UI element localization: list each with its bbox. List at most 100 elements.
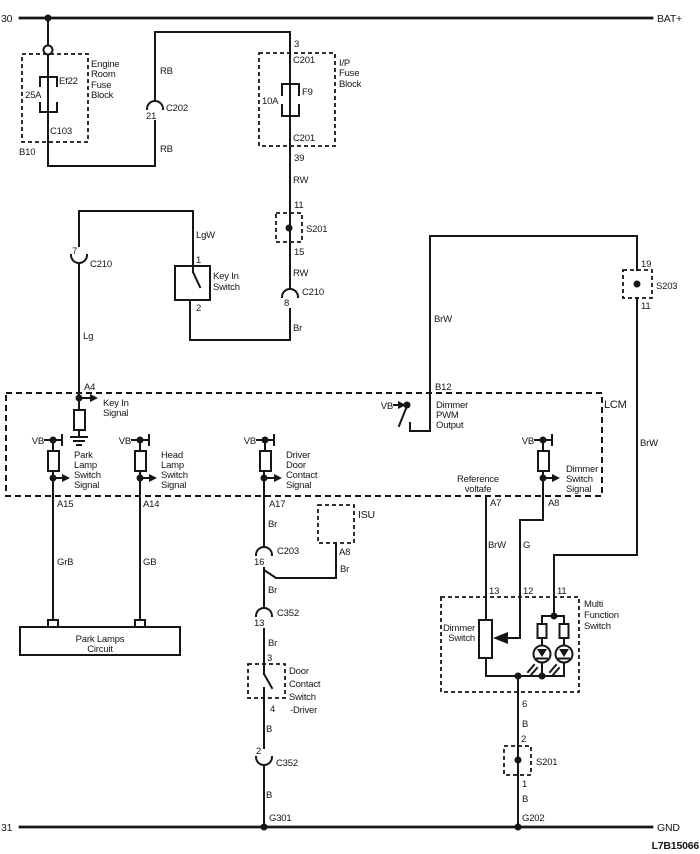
connector-pin-icon [47, 619, 59, 628]
head-lamp-signal-label: Lamp [161, 460, 184, 471]
wire-rb-to-ip-block [154, 31, 291, 289]
pin-b10-label: B10 [19, 147, 35, 158]
door-switch-title: Door [289, 666, 309, 677]
wire-color-g: G [523, 540, 530, 551]
wire-pwm-stub [409, 422, 431, 432]
dimmer-switch-label: Dimmer [443, 623, 475, 634]
wire-color-grb: GrB [57, 557, 73, 568]
wire-color-rw: RW [293, 175, 308, 186]
driver-door-signal-label: Signal [286, 480, 311, 491]
connector-c210-7-icon [69, 253, 89, 264]
wire-color-rw: RW [293, 268, 308, 279]
connector-c210-7-pin: 7 [72, 246, 77, 257]
splice-dot [285, 224, 293, 232]
pin-15-label: 15 [294, 247, 304, 258]
key-in-switch-pin1: 1 [196, 255, 201, 266]
led-diode-icon [559, 649, 569, 657]
isu-label: ISU [358, 509, 375, 521]
connector-c202-label: C202 [166, 103, 188, 114]
pin-a4-label: A4 [84, 382, 95, 393]
pin-a17-label: A17 [269, 499, 285, 510]
pin-a8-label: A8 [548, 498, 559, 509]
wire-color-br: Br [340, 564, 349, 575]
driver-door-signal-label: Door [286, 460, 306, 471]
head-lamp-signal-label: Switch [161, 470, 188, 481]
head-lamp-signal-label: Signal [161, 480, 186, 491]
connector-c103-label: C103 [50, 126, 72, 137]
vb-label: VB [522, 436, 534, 447]
key-in-switch-title: Switch [213, 282, 240, 293]
arrow-right-icon [398, 401, 406, 409]
resistor-icon [259, 450, 272, 472]
connector-c210-7-label: C210 [90, 259, 112, 270]
rail-gnd-label: GND [657, 822, 680, 834]
rail-bat-label: BAT+ [657, 13, 682, 25]
pin-b12-label: B12 [435, 382, 451, 393]
isu-box [317, 504, 355, 544]
connector-c352-lower-pin: 2 [256, 746, 261, 757]
connector-c203-label: C203 [277, 546, 299, 557]
connector-c210-8-label: C210 [302, 287, 324, 298]
head-lamp-signal-label: Head [161, 450, 183, 461]
dimmer-switch-label: Switch [448, 633, 475, 644]
arrow-right-icon [552, 474, 560, 482]
engine-fuse-block-title: Room [91, 69, 116, 80]
resistor-icon [134, 450, 147, 472]
pin-a15-label: A15 [57, 499, 73, 510]
park-lamp-signal-label: Lamp [74, 460, 97, 471]
wire-color-b: B [266, 724, 272, 735]
ip-fuse-block-title: Block [339, 79, 362, 90]
connector-c202-pin: 21 [146, 111, 156, 122]
wire-color-b: B [266, 790, 272, 801]
connector-c352-upper-label: C352 [277, 608, 299, 619]
wire-color-gb: GB [143, 557, 156, 568]
wire-color-br: Br [268, 519, 277, 530]
dimmer-switch-signal-label: Signal [566, 484, 591, 495]
pin-3-label: 3 [294, 39, 299, 50]
engine-fuse-block-title: Fuse [91, 80, 111, 91]
lcm-label: LCM [604, 399, 627, 411]
splice-dot [633, 280, 641, 288]
ip-fuse-block-box [258, 52, 336, 147]
wiper-arrow-icon [493, 632, 508, 644]
ip-fuse-block-title: I/P [339, 58, 350, 69]
connector-c352-upper-pin: 13 [254, 618, 264, 629]
door-contact-switch-box [247, 663, 286, 699]
ground-g301-label: G301 [269, 813, 291, 824]
park-lamp-signal-label: Park [74, 450, 93, 461]
dimmer-switch-signal-label: Switch [566, 474, 593, 485]
door-switch-pin4: 4 [270, 704, 275, 715]
park-lamps-circuit-title: Circuit [87, 644, 113, 655]
splice-s203-label: S203 [656, 281, 677, 292]
key-in-switch-blade-icon [191, 270, 202, 289]
multi-function-switch-box [440, 596, 580, 693]
wire-brw-b12 [429, 235, 638, 432]
ground-icon [70, 436, 88, 446]
splice-dot [514, 756, 522, 764]
pin-a14-label: A14 [143, 499, 159, 510]
pin-a7-label: A7 [490, 498, 501, 509]
connector-c201-bottom-label: C201 [293, 133, 315, 144]
fuse-f9-icon [281, 83, 300, 96]
wire-color-lgw: LgW [196, 230, 215, 241]
led-light-rays-icon [548, 663, 561, 677]
wire-a8-g [519, 470, 544, 639]
resistor-icon [47, 450, 60, 472]
resistor-icon [537, 450, 550, 472]
fuse-f9-label: F9 [302, 87, 313, 98]
arrow-right-icon [62, 474, 70, 482]
park-lamp-signal-label: Signal [74, 480, 99, 491]
door-switch-blade-icon [262, 672, 274, 690]
wire-color-brw: BrW [640, 438, 658, 449]
rail-30-label: 30 [1, 13, 13, 25]
park-lamps-circuit-box [19, 626, 181, 656]
led-diode-icon [537, 649, 547, 657]
wire-color-brw: BrW [488, 540, 506, 551]
wire-color-b: B [522, 794, 528, 805]
door-switch-title: -Driver [290, 705, 317, 716]
pin-39-label: 39 [294, 153, 304, 164]
wire-color-lg: Lg [83, 331, 93, 342]
potentiometer-icon [478, 619, 493, 659]
dimmer-pwm-label: Output [436, 420, 464, 431]
